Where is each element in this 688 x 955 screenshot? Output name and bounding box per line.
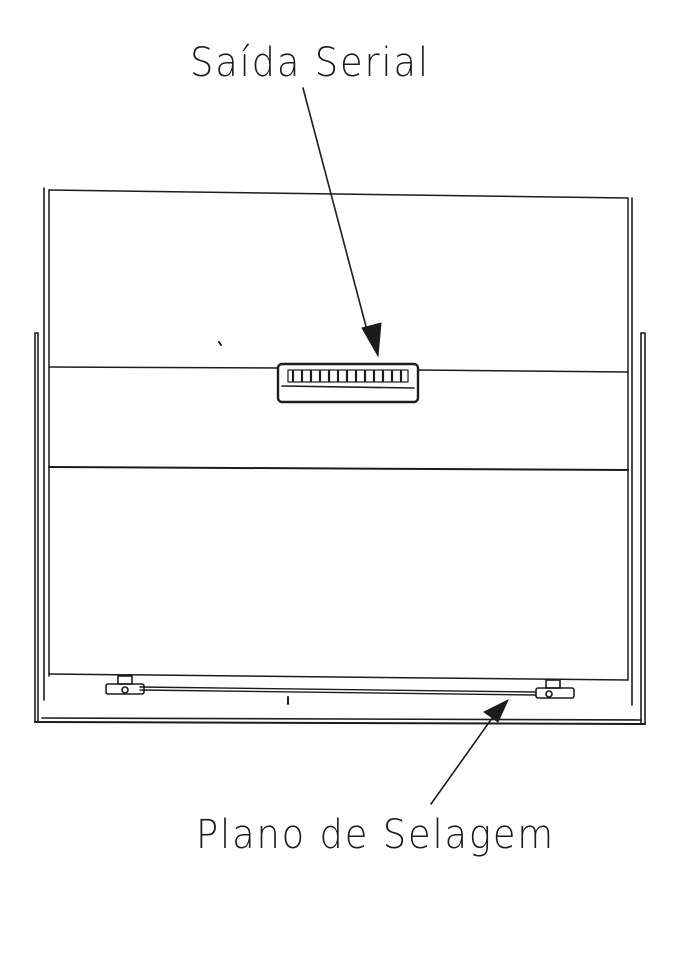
sealing-plane-arrow [430,698,510,805]
serial-output-arrow [302,87,382,358]
top-panel [48,189,629,471]
left-clamp [105,675,145,695]
serial-connector [276,362,420,404]
lower-panel [48,469,629,681]
sealing-plane-label: Plano de Selagem [196,812,555,858]
outer-housing [34,187,646,725]
right-clamp [535,679,575,699]
sealing-plane-rod [139,686,537,696]
connector-pins [291,369,403,383]
serial-output-label: Saída Serial [190,40,430,86]
scan-specks [218,341,289,705]
